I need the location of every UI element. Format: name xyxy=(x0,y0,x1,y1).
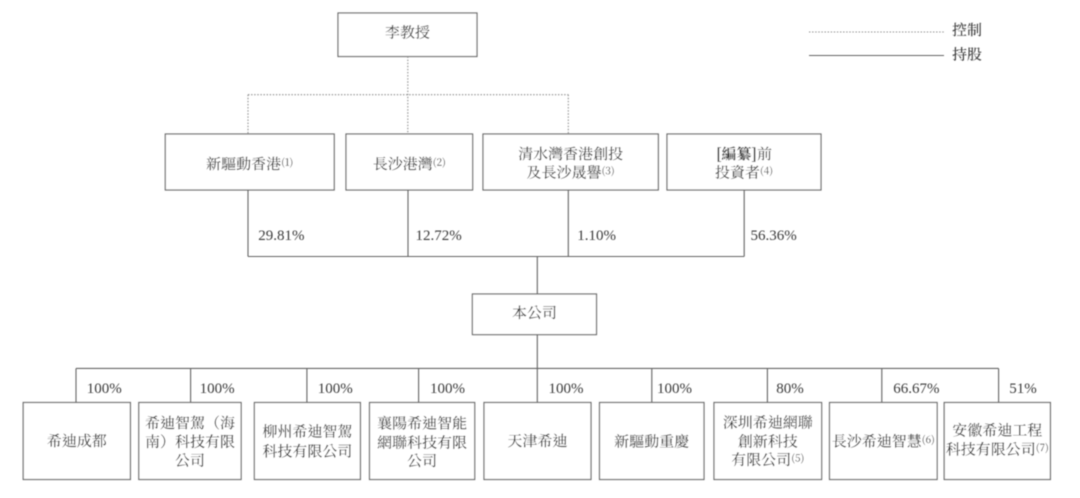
svg-text:100%: 100% xyxy=(430,381,465,397)
svg-text:100%: 100% xyxy=(318,381,353,397)
svg-text:100%: 100% xyxy=(200,381,235,397)
svg-text:12.72%: 12.72% xyxy=(416,228,462,244)
svg-text:100%: 100% xyxy=(657,381,692,397)
svg-text:100%: 100% xyxy=(549,381,584,397)
svg-text:56.36%: 56.36% xyxy=(751,228,797,244)
svg-text:29.81%: 29.81% xyxy=(258,228,304,244)
svg-text:66.67%: 66.67% xyxy=(893,381,939,397)
svg-text:51%: 51% xyxy=(1009,381,1036,397)
svg-text:100%: 100% xyxy=(87,381,122,397)
svg-text:1.10%: 1.10% xyxy=(577,228,616,244)
svg-text:80%: 80% xyxy=(776,381,804,397)
